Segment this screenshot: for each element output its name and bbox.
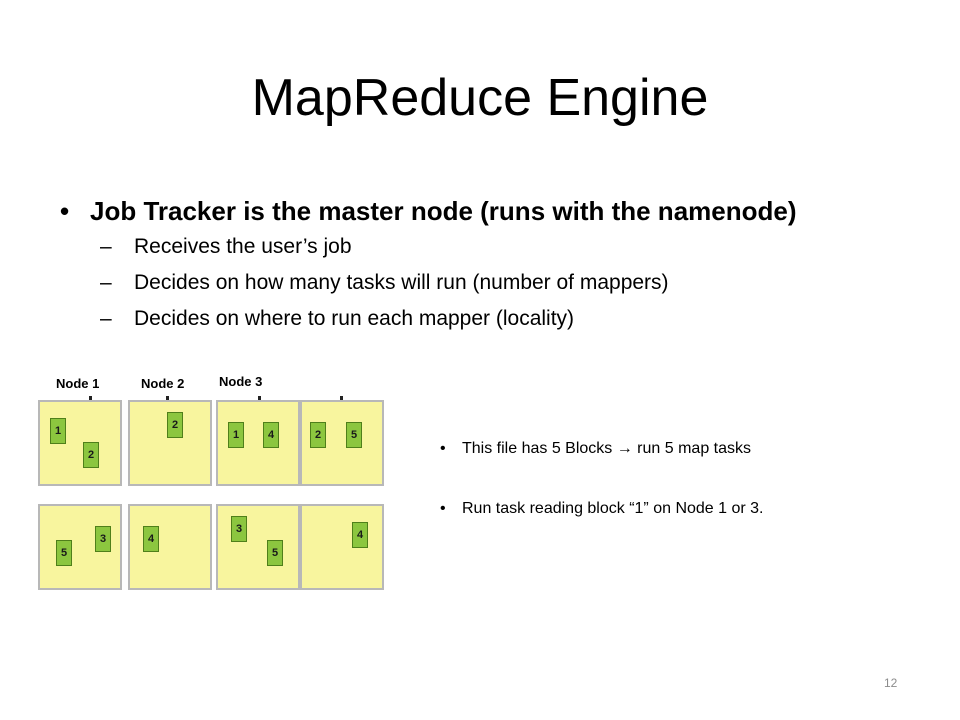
note-locality: • Run task reading block “1” on Node 1 or… <box>440 498 764 520</box>
data-block: 4 <box>352 522 368 548</box>
node-label-1: Node 1 <box>56 376 100 391</box>
note-blocks-tasks: • This file has 5 Blocks → run 5 map task… <box>440 438 751 460</box>
connector-tick <box>340 396 343 402</box>
note-text: Run task reading block “1” on Node 1 or … <box>462 500 764 517</box>
sub-bullet-dash: – <box>100 271 112 294</box>
node-label-2: Node 2 <box>141 376 185 391</box>
note-bullet: • <box>440 440 446 457</box>
connector-tick <box>258 396 261 402</box>
node-cell: 4 <box>128 504 212 590</box>
sub-bullet-3: –Decides on where to run each mapper (lo… <box>100 304 574 334</box>
node-cell: 2 <box>128 400 212 486</box>
node-cell: 2 5 <box>300 400 384 486</box>
node-cell: 3 5 <box>216 504 300 590</box>
data-block: 1 <box>50 418 66 444</box>
data-block: 1 <box>228 422 244 448</box>
data-block: 4 <box>263 422 279 448</box>
node-cell: 1 4 <box>216 400 300 486</box>
sub-bullet-1: –Receives the user’s job <box>100 232 352 262</box>
note-bullet: • <box>440 500 446 517</box>
data-block: 2 <box>167 412 183 438</box>
main-bullet-text: Job Tracker is the master node (runs wit… <box>90 196 797 226</box>
page-number: 12 <box>884 676 898 690</box>
main-bullet: • Job Tracker is the master node (runs wi… <box>60 193 797 229</box>
sub-bullet-text: Receives the user’s job <box>134 235 352 258</box>
sub-bullet-text: Decides on how many tasks will run (numb… <box>134 271 669 294</box>
sub-bullet-dash: – <box>100 307 112 330</box>
bullet-dot: • <box>60 196 70 226</box>
data-block: 5 <box>267 540 283 566</box>
arrow-icon: → <box>616 440 633 457</box>
slide-title: MapReduce Engine <box>251 69 709 127</box>
connector-tick <box>89 396 92 402</box>
sub-bullet-text: Decides on where to run each mapper (loc… <box>134 307 575 330</box>
sub-bullet-2: –Decides on how many tasks will run (num… <box>100 268 669 298</box>
data-block: 4 <box>143 526 159 552</box>
data-block: 3 <box>95 526 111 552</box>
node-label-3: Node 3 <box>219 374 263 389</box>
node-cell: 1 2 <box>38 400 122 486</box>
data-block: 5 <box>56 540 72 566</box>
connector-tick <box>166 396 169 402</box>
note-text: run 5 map tasks <box>632 440 752 457</box>
note-text: This file has 5 Blocks <box>462 440 617 457</box>
sub-bullet-dash: – <box>100 235 112 258</box>
node-cell: 4 <box>300 504 384 590</box>
data-block: 3 <box>231 516 247 542</box>
data-block: 5 <box>346 422 362 448</box>
data-block: 2 <box>310 422 326 448</box>
node-cell: 5 3 <box>38 504 122 590</box>
data-block: 2 <box>83 442 99 468</box>
